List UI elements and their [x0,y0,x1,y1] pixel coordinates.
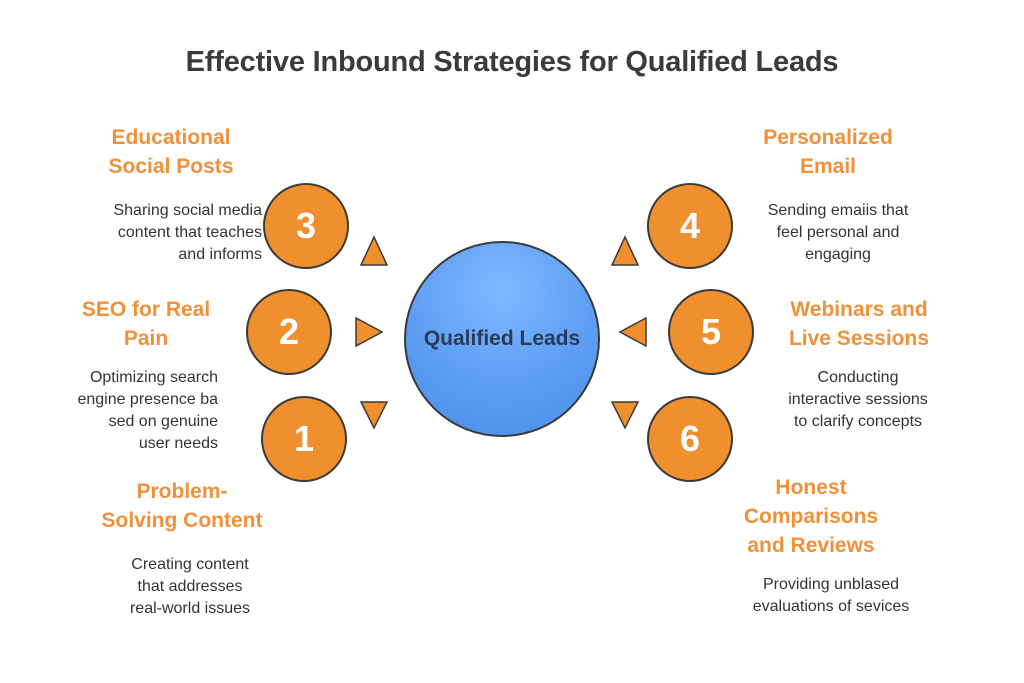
arrow-3-icon [359,235,389,266]
strategy-1-heading: Problem- Solving Content [101,480,263,532]
arrow-5-icon [618,316,647,348]
diagram-title: Effective Inbound Strategies for Qualifi… [185,46,839,78]
strategy-3-heading: Educational Social Posts [108,126,234,178]
strategy-1-description: Creating content that addresses real-wor… [129,556,251,617]
strategy-5-description: Conducting interactive sessions to clari… [788,369,928,430]
strategy-2-heading: SEO for Real Pain [81,298,211,350]
strategy-4-description: Sending emaiis that feel personal and en… [767,202,909,263]
strategy-3-description: Sharing social media content that teache… [113,202,262,263]
strategy-6-description: Providing unblased evaluations of sevice… [752,576,910,615]
strategy-4-heading: Personalized Email [763,126,893,178]
strategy-6-number: 6 [647,396,733,482]
strategy-1-number: 1 [261,396,347,482]
center-label: Qualified Leads [423,327,581,350]
strategy-2-description: Optimizing search engine presence ba sed… [77,369,218,452]
qualified-leads-circle: Qualified Leads [404,241,600,437]
arrow-2-icon [355,316,384,348]
arrow-6-icon [610,401,640,430]
arrow-1-icon [359,401,389,430]
strategy-5-heading: Webinars and Live Sessions [788,298,930,350]
strategy-4-number: 4 [647,183,733,269]
strategy-2-number: 2 [246,289,332,375]
arrow-4-icon [610,235,640,266]
strategy-5-number: 5 [668,289,754,375]
strategy-6-heading: Honest Comparisons and Reviews [743,476,879,557]
strategy-3-number: 3 [263,183,349,269]
